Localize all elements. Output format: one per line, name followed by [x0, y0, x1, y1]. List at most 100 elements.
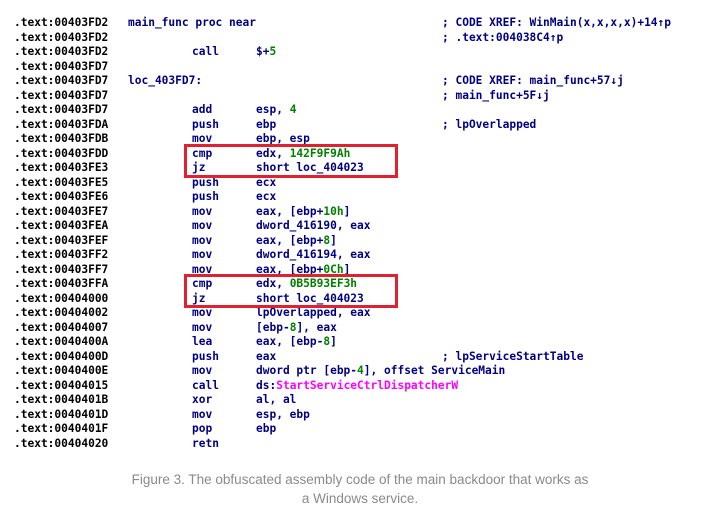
caption-line-1: Figure 3. The obfuscated assembly code o… [131, 472, 589, 487]
line-address: .text:00404007 [14, 320, 109, 334]
line-address: .text:00403FD2 [14, 30, 109, 44]
line-address: .text:00403FF7 [14, 262, 109, 276]
line-operands: dword_416194, eax [256, 248, 371, 261]
line-operands: short loc_404023 [256, 291, 364, 305]
line-operands: ecx [256, 190, 277, 203]
line-mnemonic: mov [192, 262, 213, 276]
line-mnemonic: call [192, 45, 219, 58]
line-operands: dword_416190, eax [256, 219, 371, 232]
line-mnemonic: mov [192, 248, 213, 261]
line-address: .text:00404020 [14, 436, 109, 450]
line-address: .text:00404002 [14, 306, 109, 319]
line-address: .text:00403FDA [14, 117, 109, 131]
code-lines: .text:00403FD2 main_func proc near ; CODE … [14, 16, 714, 451]
line-comment: ; main_func+5F↓j [442, 88, 550, 102]
line-operands: eax, [ebp+0Ch] [256, 262, 351, 276]
line-operands: lpOverlapped, eax [256, 306, 371, 319]
line-operands: eax, [ebp+10h] [256, 204, 351, 218]
line-mnemonic: call [192, 378, 219, 392]
line-comment: ; .text:004038C4↑p [442, 30, 564, 44]
line-operands: $+5 [256, 45, 277, 58]
code-line: .text:00403FE6 push ecx [14, 190, 714, 205]
figure-caption: Figure 3. The obfuscated assembly code o… [0, 470, 720, 508]
line-mnemonic: lea [192, 335, 213, 348]
line-address: .text:00404015 [14, 378, 109, 392]
line-operands: edx, 0B5B93EF3h [256, 277, 358, 290]
line-operands: ebp, esp [256, 132, 310, 145]
line-label: loc_403FD7: [128, 74, 203, 87]
code-line: .text:00403FD7 ; main_func+5F↓j [14, 89, 714, 104]
line-operands: ds:StartServiceCtrlDispatcherW [256, 378, 459, 392]
code-line: .text:00404000 jz short loc_404023 [14, 292, 714, 307]
line-address: .text:00403FD7 [14, 103, 109, 116]
code-line: .text:00403FEA mov dword_416190, eax [14, 219, 714, 234]
line-operands: eax, [ebp-8] [256, 335, 337, 348]
line-address: .text:00403FD7 [14, 74, 109, 87]
line-address: .text:00403FE3 [14, 161, 109, 174]
code-line: .text:00403FF7 mov eax, [ebp+0Ch] [14, 263, 714, 278]
code-line: .text:00404015 call ds:StartServiceCtrlDis… [14, 379, 714, 394]
line-address: .text:00403FEF [14, 233, 109, 247]
line-address: .text:00403FE7 [14, 204, 109, 218]
line-mnemonic: retn [192, 436, 219, 450]
line-mnemonic: mov [192, 364, 213, 377]
line-operands: esp, ebp [256, 407, 310, 421]
line-address: .text:00404000 [14, 291, 109, 305]
line-operands: [ebp-8], eax [256, 320, 337, 334]
line-mnemonic: mov [192, 204, 213, 218]
line-comment: ; lpOverlapped [442, 117, 537, 131]
line-operands: ecx [256, 175, 277, 189]
line-mnemonic: push [192, 190, 219, 203]
line-address: .text:00403FD2 [14, 16, 109, 29]
line-operands: edx, 142F9F9Ah [256, 146, 351, 160]
line-comment: ; CODE XREF: main_func+57↓j [442, 74, 624, 87]
code-line: .text:00403FE7 mov eax, [ebp+10h] [14, 205, 714, 220]
line-mnemonic: push [192, 175, 219, 189]
line-operands: al, al [256, 393, 297, 406]
line-address: .text:0040401B [14, 393, 109, 406]
line-address: .text:0040401D [14, 407, 109, 421]
line-mnemonic: jz [192, 291, 206, 305]
line-mnemonic: mov [192, 320, 213, 334]
line-address: .text:00403FE5 [14, 175, 109, 189]
line-mnemonic: mov [192, 306, 213, 319]
line-mnemonic: mov [192, 219, 213, 232]
line-mnemonic: push [192, 117, 219, 131]
code-line: .text:00403FD7 loc_403FD7: ; CODE XREF: ma… [14, 74, 714, 89]
code-line: .text:00404002 mov lpOverlapped, eax [14, 306, 714, 321]
line-label: main_func proc near [128, 16, 256, 29]
line-operands: dword ptr [ebp-4], offset ServiceMain [256, 364, 506, 377]
line-address: .text:00403FDB [14, 132, 109, 145]
code-line: .text:00403FE5 push ecx [14, 176, 714, 191]
line-mnemonic: push [192, 349, 219, 363]
code-line: .text:00403FD7 [14, 60, 714, 75]
line-mnemonic: cmp [192, 146, 213, 160]
line-mnemonic: xor [192, 393, 213, 406]
line-address: .text:00403FD7 [14, 88, 109, 102]
line-mnemonic: jz [192, 161, 206, 174]
line-operands: ebp [256, 422, 277, 435]
line-address: .text:00403FE6 [14, 190, 109, 203]
code-line: .text:0040401D mov esp, ebp [14, 408, 714, 423]
line-operands: eax, [ebp+8] [256, 233, 337, 247]
line-address: .text:00403FEA [14, 219, 109, 232]
line-mnemonic: mov [192, 407, 213, 421]
line-mnemonic: pop [192, 422, 213, 435]
line-mnemonic: mov [192, 132, 213, 145]
line-address: .text:00403FD7 [14, 59, 109, 73]
code-line: .text:00403FDB mov ebp, esp [14, 132, 714, 147]
disassembly-listing: .text:00403FD2 main_func proc near ; CODE … [14, 16, 714, 451]
line-address: .text:0040400D [14, 349, 109, 363]
line-mnemonic: cmp [192, 277, 213, 290]
line-mnemonic: add [192, 103, 213, 116]
